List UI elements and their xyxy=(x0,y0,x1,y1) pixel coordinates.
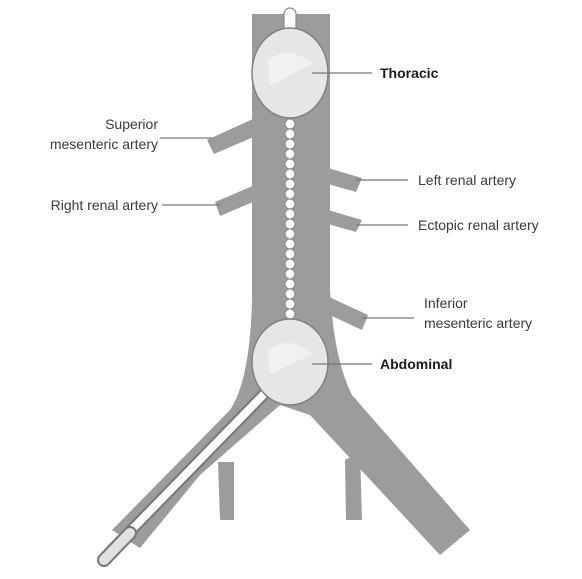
left-renal-label: Left renal artery xyxy=(418,172,516,188)
thoracic-label: Thoracic xyxy=(380,65,439,81)
ectopic-renal-label: Ectopic renal artery xyxy=(418,217,539,233)
inferior-mesenteric-label-line2: mesenteric artery xyxy=(424,315,532,331)
superior-mesenteric-label-line2: mesenteric artery xyxy=(50,136,158,152)
right-renal-label: Right renal artery xyxy=(51,197,158,213)
catheter-shaft xyxy=(112,388,270,550)
catheter-tip-bottom xyxy=(104,533,130,560)
ectopic-renal-artery-branch xyxy=(328,210,362,232)
left-iliac-branch xyxy=(218,462,234,520)
inferior-mesenteric-label-line1: Inferior xyxy=(424,295,468,311)
abdominal-label: Abdominal xyxy=(380,356,452,372)
right-iliac-branch xyxy=(345,452,362,520)
superior-mesenteric-label-line1: Superior xyxy=(105,116,158,132)
